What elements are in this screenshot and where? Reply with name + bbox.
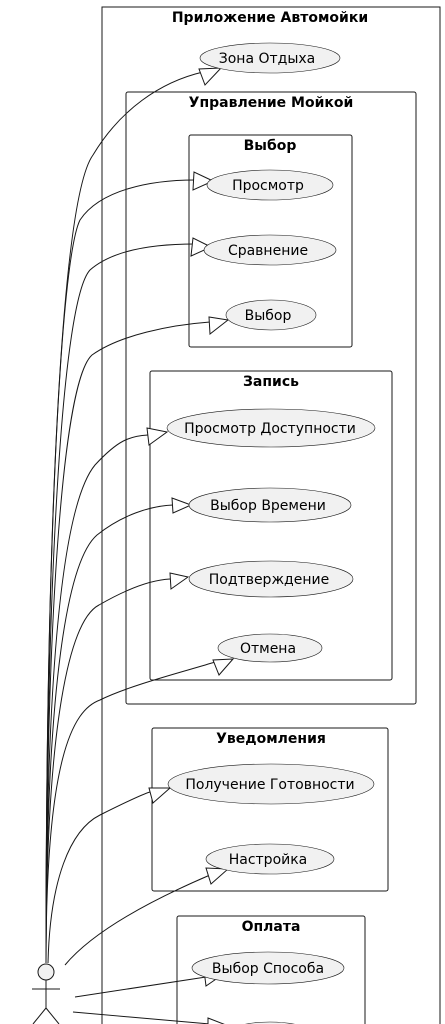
usecase-cancel-label: Отмена bbox=[240, 641, 296, 657]
arrowhead-compare bbox=[190, 237, 213, 257]
arrowhead-choose bbox=[208, 316, 230, 335]
usecase-confirm-label: Подтверждение bbox=[209, 572, 329, 588]
usecase-compare[interactable]: Сравнение bbox=[203, 234, 337, 266]
use-cases: Зона Отдыха Просмотр Сравнение Выбор Про… bbox=[166, 42, 376, 1024]
edge-next bbox=[72, 1011, 211, 1024]
arrowhead-next bbox=[207, 1017, 225, 1024]
edge-settings bbox=[64, 874, 211, 966]
arrowhead-settings bbox=[205, 867, 230, 885]
edge-method bbox=[74, 976, 207, 998]
arrowheads bbox=[146, 67, 235, 1024]
usecase-lounge[interactable]: Зона Отдыха bbox=[199, 42, 341, 74]
arrowhead-cancel bbox=[212, 658, 235, 676]
edge-time bbox=[45, 504, 174, 964]
usecase-settings-label: Настройка bbox=[229, 852, 308, 868]
usecase-ready[interactable]: Получение Готовности bbox=[167, 763, 375, 805]
edge-confirm bbox=[45, 578, 171, 964]
arrowhead-lounge bbox=[198, 67, 223, 86]
system-title: Приложение Автомойки bbox=[172, 10, 368, 26]
edge-cancel bbox=[45, 661, 216, 964]
usecase-confirm[interactable]: Подтверждение bbox=[188, 560, 354, 598]
usecase-view[interactable]: Просмотр bbox=[206, 169, 334, 201]
edges bbox=[45, 71, 216, 1024]
system-boundary: Приложение Автомойки bbox=[101, 6, 441, 1024]
arrowhead-time bbox=[171, 497, 193, 514]
usecase-time-label: Выбор Времени bbox=[210, 498, 326, 514]
package-select: Выбор bbox=[188, 134, 353, 348]
package-notify: Уведомления bbox=[151, 727, 389, 892]
package-booking-title: Запись bbox=[243, 374, 299, 390]
edge-ready bbox=[47, 791, 151, 964]
arrowhead-confirm bbox=[169, 572, 190, 590]
package-booking: Запись bbox=[149, 370, 393, 681]
usecase-view-label: Просмотр bbox=[232, 178, 304, 194]
actor-user[interactable] bbox=[32, 963, 60, 1024]
edge-view bbox=[45, 179, 196, 964]
package-notify-title: Уведомления bbox=[216, 731, 326, 747]
arrowhead-availability bbox=[146, 427, 169, 446]
actor-head bbox=[37, 963, 55, 981]
edge-compare bbox=[45, 243, 196, 964]
usecase-method-label: Выбор Способа bbox=[212, 961, 324, 977]
package-payment-title: Оплата bbox=[242, 919, 301, 935]
usecase-choose[interactable]: Выбор bbox=[225, 299, 317, 331]
usecase-availability[interactable]: Просмотр Доступности bbox=[166, 408, 376, 448]
usecase-time[interactable]: Выбор Времени bbox=[188, 487, 352, 523]
usecase-availability-label: Просмотр Доступности bbox=[184, 421, 356, 437]
usecase-method[interactable]: Выбор Способа bbox=[191, 951, 345, 985]
usecase-cancel[interactable]: Отмена bbox=[217, 633, 323, 663]
edge-choose bbox=[45, 321, 211, 964]
arrowhead-ready bbox=[148, 787, 172, 804]
usecase-ready-label: Получение Готовности bbox=[185, 777, 354, 793]
edge-availability bbox=[45, 434, 149, 964]
package-wash-title: Управление Мойкой bbox=[189, 95, 354, 111]
usecase-settings[interactable]: Настройка bbox=[205, 843, 335, 875]
usecase-compare-label: Сравнение bbox=[228, 243, 308, 259]
arrowhead-view bbox=[192, 171, 215, 191]
usecase-choose-label: Выбор bbox=[245, 308, 292, 324]
package-select-title: Выбор bbox=[244, 138, 297, 154]
usecase-lounge-label: Зона Отдыха bbox=[219, 51, 316, 67]
package-wash: Управление Мойкой bbox=[125, 91, 417, 705]
